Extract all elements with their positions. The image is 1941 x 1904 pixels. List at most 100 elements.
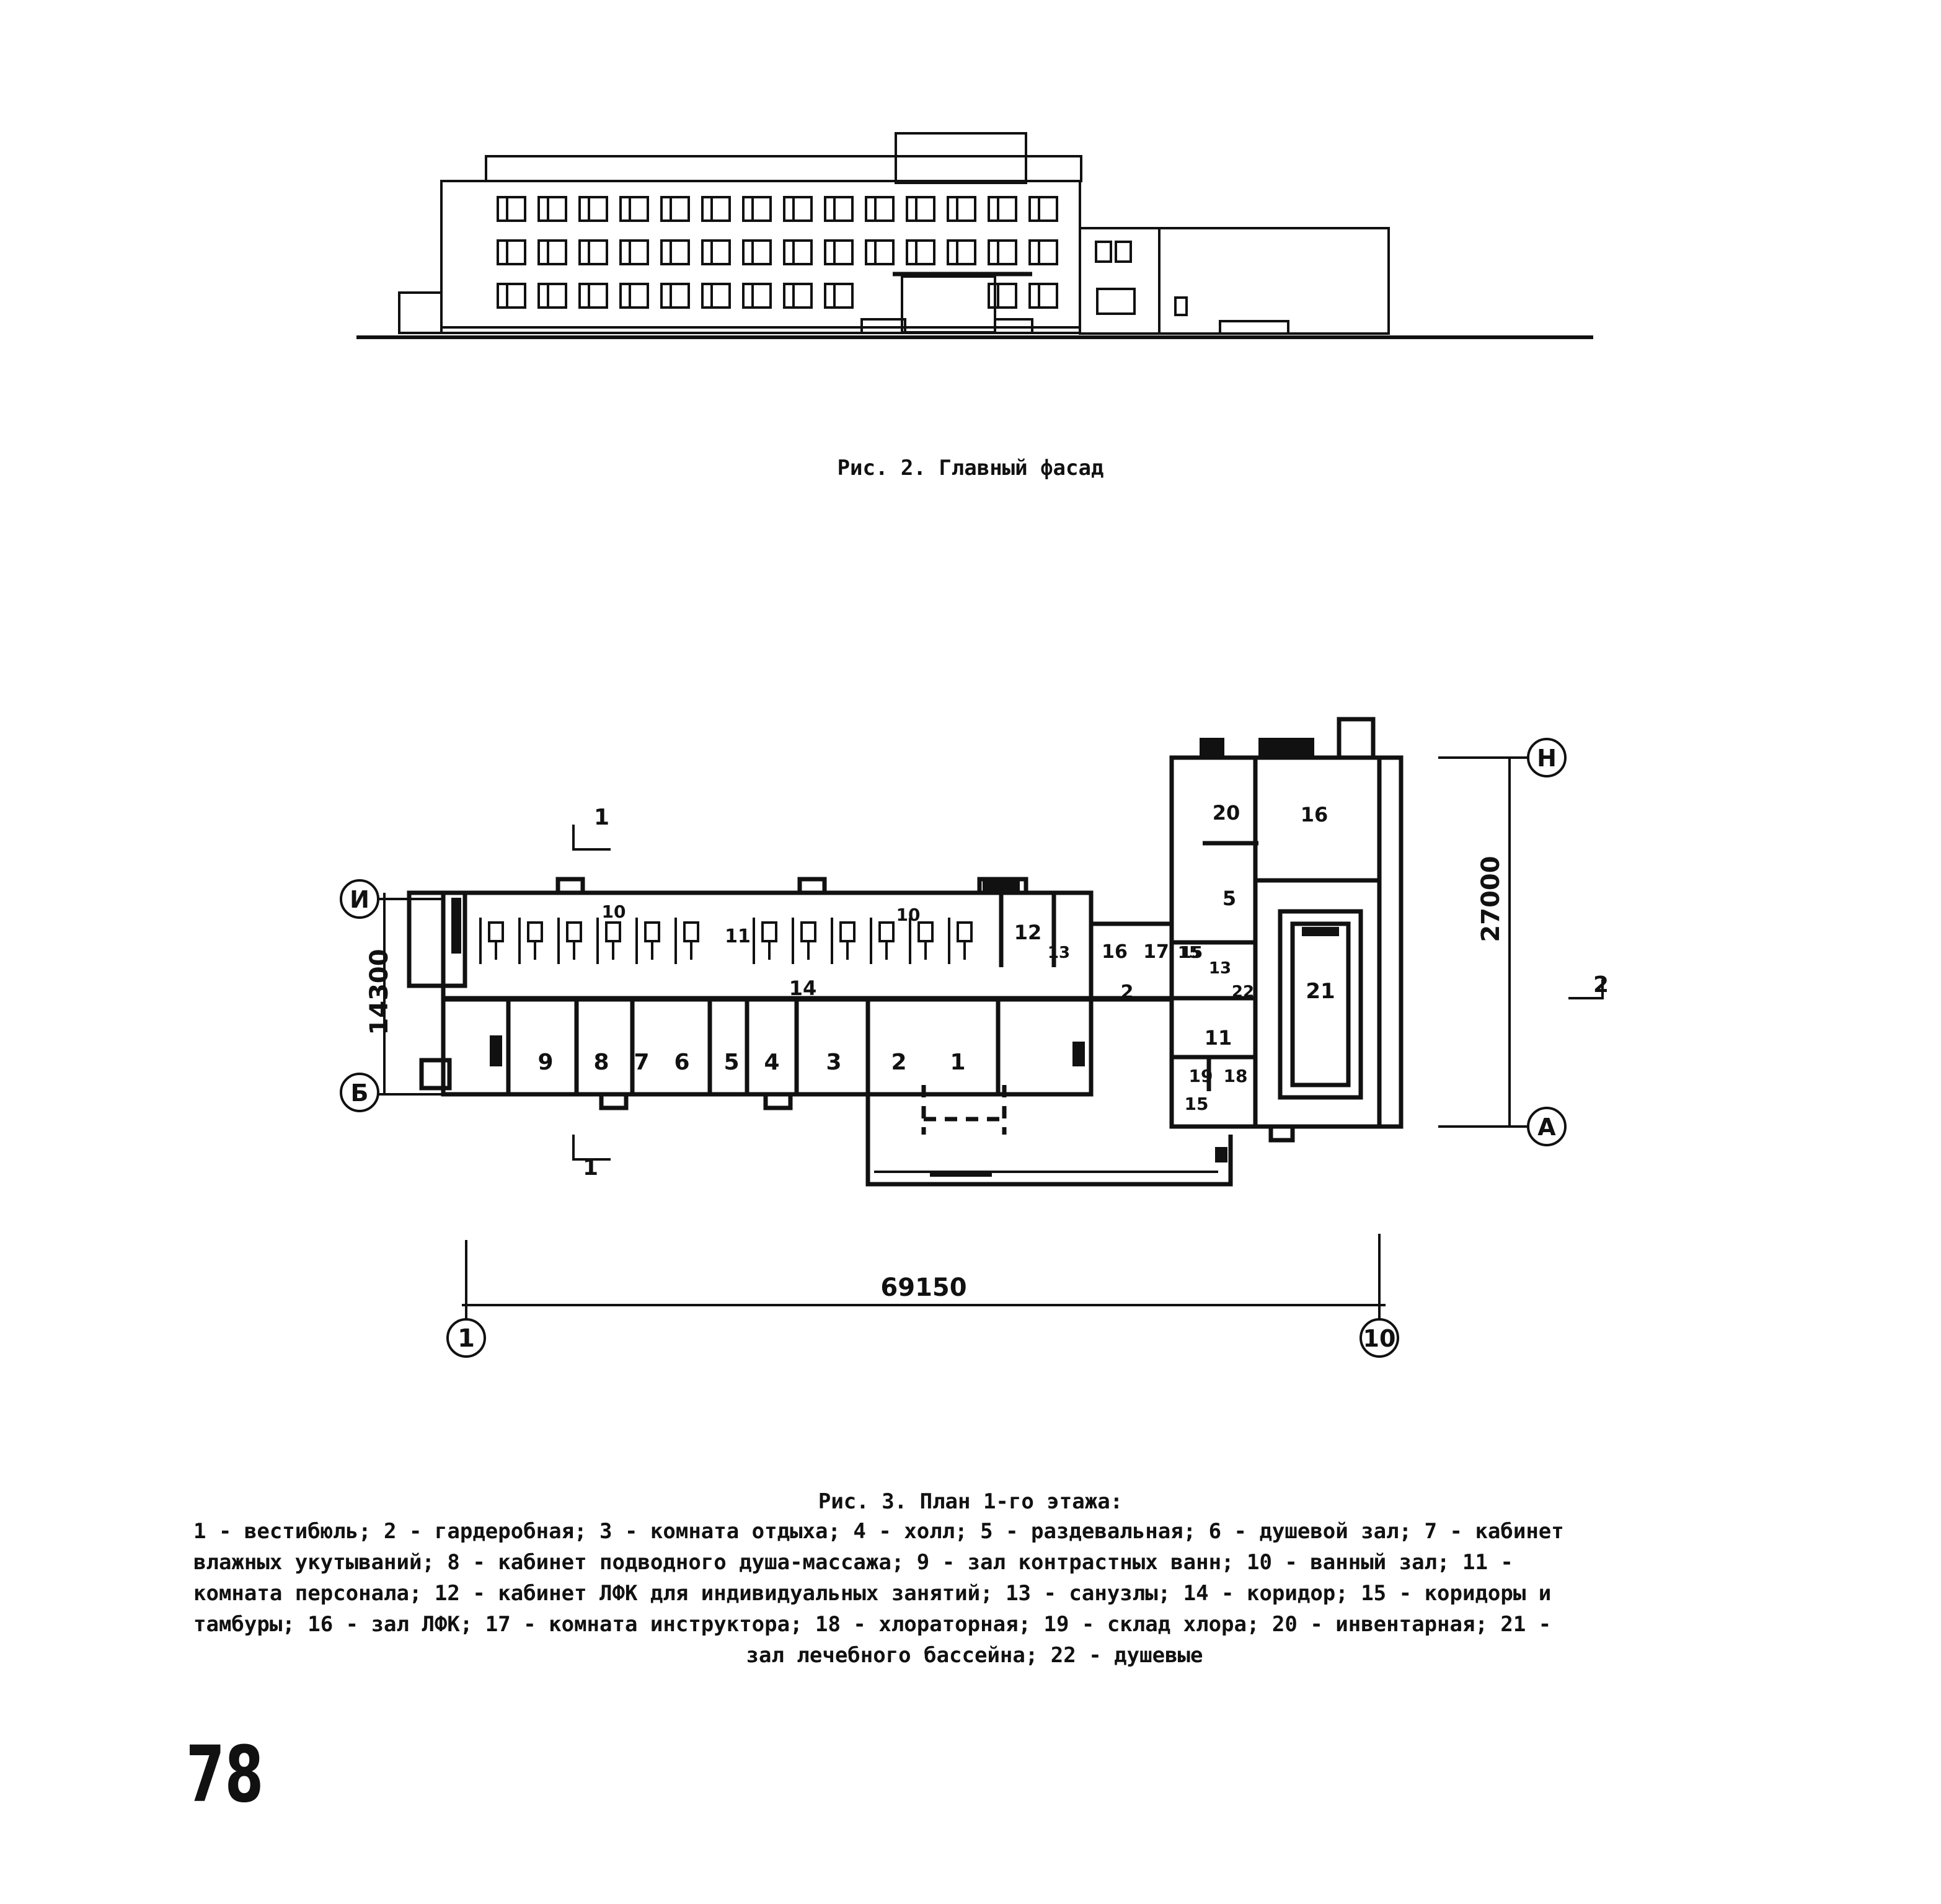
facade-caption: Рис. 2. Главный фасад [837,456,1104,480]
facade-window [1115,241,1132,263]
axis-i-label: И [350,886,369,913]
room-10-label: 10 [602,901,626,922]
room-2-label: 2 [891,1050,906,1075]
facade-window [537,239,567,265]
facade-window [742,239,772,265]
room-13-label: 13 [1209,959,1231,978]
facade-window [742,283,772,309]
room-13-label: 13 [1048,944,1070,962]
facade-window [497,196,526,222]
facade-window [578,283,608,309]
facade-window [701,196,731,222]
room-20-label: 20 [1213,801,1240,825]
facade-window [947,239,976,265]
room-22-label: 22 [1232,983,1254,1001]
facade-window [742,196,772,222]
facade-window [783,283,813,309]
facade-window [701,283,731,309]
room-4-label: 4 [764,1050,779,1075]
room-14-label: 14 [789,976,817,1000]
legend-line-1: 1 - вестибюль; 2 - гардеробная; 3 - комн… [193,1519,1564,1544]
facade-window [619,239,649,265]
room-5-label: 5 [723,1050,739,1075]
room-17-label: 17 [1143,941,1169,963]
facade-window [824,239,854,265]
bathtub [839,921,856,942]
facade-window [988,239,1017,265]
room-2-label: 2 [1121,981,1134,1003]
left-depth-dimension: 14300 [365,949,394,1035]
legend-line-4: тамбуры; 16 - зал ЛФК; 17 - комната инст… [193,1612,1552,1637]
room-9-label: 9 [537,1050,553,1075]
section-mark-top: 1 [594,805,609,830]
bathtub [488,921,504,942]
bathtub [644,921,660,942]
room-16-label: 16 [1301,803,1329,826]
facade-window [988,283,1017,309]
bathtub [566,921,582,942]
facade-window [660,239,690,265]
section-mark-bottom: 1 [583,1155,598,1180]
facade-window [906,196,935,222]
facade-window [865,196,895,222]
room-12-label: 12 [1014,921,1042,944]
bathtub [527,921,543,942]
axis-a-label: А [1537,1114,1556,1141]
facade-window [537,196,567,222]
axis-b-label: Б [351,1079,369,1107]
bathtub [957,921,973,942]
room-5-label: 5 [1223,887,1236,910]
facade-window [578,196,608,222]
legend-line-3: комната персонала; 12 - кабинет ЛФК для … [193,1581,1552,1606]
facade-window [1095,241,1112,263]
room-19-label: 19 [1189,1066,1213,1086]
facade-window [783,239,813,265]
room-15-label: 15 [1178,944,1200,962]
room-16-label: 16 [1102,941,1128,963]
room-15-label: 15 [1180,944,1203,962]
legend-line-2: влажных укутываний; 8 - кабинет подводно… [193,1550,1513,1575]
facade-window [497,239,526,265]
room-15-label: 15 [1185,1094,1209,1114]
facade-window [701,239,731,265]
facade-window [497,283,526,309]
right-depth-dimension: 27000 [1477,856,1505,942]
room-11-label: 11 [725,926,751,947]
facade-window [824,283,854,309]
facade-window [1028,196,1058,222]
bathtub [683,921,699,942]
facade-window [988,196,1017,222]
room-1-label: 1 [950,1050,965,1075]
room-10-label: 10 [896,905,921,925]
facade-window [1028,283,1058,309]
bathtub [917,921,934,942]
room-11-label: 11 [1205,1026,1232,1050]
facade-window [660,196,690,222]
facade-window [865,239,895,265]
facade-window [619,196,649,222]
bathtub [800,921,816,942]
page-number: 78 [186,1730,264,1820]
room-3-label: 3 [826,1050,841,1075]
axis-10-label: 10 [1363,1325,1396,1352]
facade-window [660,283,690,309]
facade-window [783,196,813,222]
section-mark-right: 2 [1593,972,1609,998]
legend-line-5: зал лечебного бассейна; 22 - душевые [746,1643,1203,1668]
axis-1-label: 1 [458,1324,475,1353]
room-8-label: 8 [593,1050,609,1075]
facade-window [906,239,935,265]
bathtub [605,921,621,942]
overall-length-dimension: 69150 [880,1273,966,1302]
facade-window [947,196,976,222]
plan-caption: Рис. 3. План 1-го этажа: [818,1489,1123,1514]
room-18-label: 18 [1224,1066,1248,1086]
floor-plan-drawing: 1 10 И Б Н А 69150 14300 27000 1 1 2 1 2… [340,717,1609,1358]
facade-window [578,239,608,265]
bathtub [878,921,895,942]
facade-window [537,283,567,309]
room-6-label: 6 [674,1050,689,1075]
axis-n-label: Н [1537,745,1557,772]
facade-window [1028,239,1058,265]
room-21-label: 21 [1306,979,1335,1004]
